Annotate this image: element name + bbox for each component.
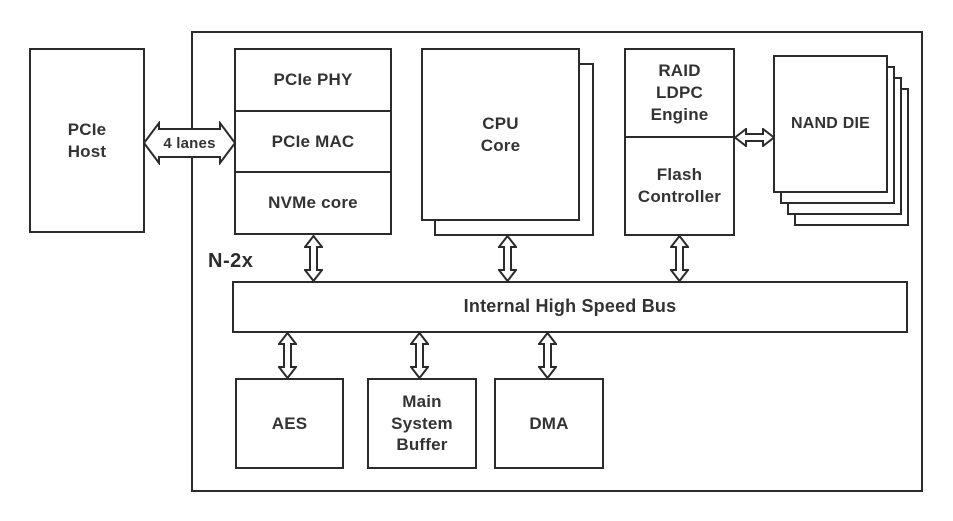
n2x-label: N-2x xyxy=(208,250,254,272)
main-system-buffer-label: Main System Buffer xyxy=(391,391,453,455)
cpu-core-label: CPU Core xyxy=(480,113,521,155)
lanes-label: 4 lanes xyxy=(163,134,216,152)
raid-ldpc-engine-box: RAID LDPC Engine xyxy=(626,50,733,136)
raid-flash-stack: RAID LDPC Engine Flash Controller xyxy=(624,48,735,236)
nand-die-label: NAND DIE xyxy=(791,114,870,132)
pcie-host-label: PCIe Host xyxy=(67,119,107,161)
pcie-mac-box: PCIe MAC xyxy=(236,109,390,172)
nvme-core-box: NVMe core xyxy=(236,171,390,233)
nvme-core-label: NVMe core xyxy=(268,193,358,213)
flash-controller-label: Flash Controller xyxy=(637,165,722,206)
pcie-mac-label: PCIe MAC xyxy=(271,131,355,151)
pcie-stack: PCIe PHY PCIe MAC NVMe core xyxy=(234,48,392,235)
cpu-bus-arrow-icon xyxy=(498,235,517,282)
pcie-phy-label: PCIe PHY xyxy=(273,69,353,89)
dma-label: DMA xyxy=(529,413,569,433)
internal-bus-label: Internal High Speed Bus xyxy=(463,296,677,317)
internal-bus-box: Internal High Speed Bus xyxy=(232,281,908,333)
aes-box: AES xyxy=(235,378,344,469)
nvme-bus-arrow-icon xyxy=(304,235,323,282)
controller-boundary xyxy=(191,31,923,492)
bus-buffer-arrow-icon xyxy=(410,332,429,379)
bus-dma-arrow-icon xyxy=(538,332,557,379)
cpu-core-box: CPU Core xyxy=(421,48,580,221)
bus-aes-arrow-icon xyxy=(278,332,297,379)
dma-box: DMA xyxy=(494,378,604,469)
nand-die-box: NAND DIE xyxy=(773,55,888,193)
pcie-host-box: PCIe Host xyxy=(29,48,145,233)
flash-nand-arrow-icon xyxy=(734,128,775,147)
raid-ldpc-engine-label: RAID LDPC Engine xyxy=(650,61,709,124)
pcie-phy-box: PCIe PHY xyxy=(236,50,390,110)
flash-controller-box: Flash Controller xyxy=(626,136,733,234)
main-system-buffer-box: Main System Buffer xyxy=(367,378,477,469)
pcie-lanes-arrow-icon xyxy=(143,121,236,165)
aes-label: AES xyxy=(271,413,308,433)
flash-bus-arrow-icon xyxy=(670,235,689,282)
